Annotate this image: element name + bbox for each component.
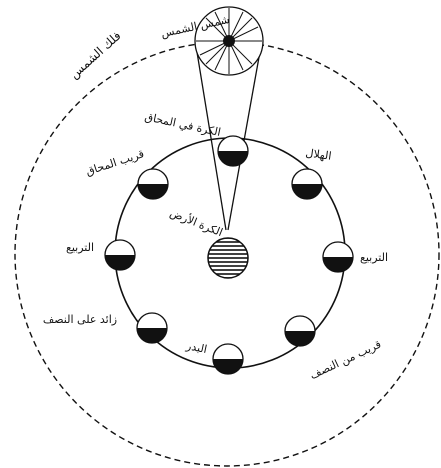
phase-label-conjunction: الكرة في المحاق — [143, 110, 222, 139]
phase-label-last-quarter: التربيع — [66, 241, 94, 254]
earth — [208, 238, 248, 278]
moon-full — [213, 344, 243, 374]
moon-waning-gibbous — [137, 313, 167, 343]
phase-label-waning-gibbous: زائد على النصف — [43, 313, 117, 326]
phase-label-near-conjunction: قريب المحاق — [84, 147, 146, 178]
phase-label-waxing-gibbous: قريب من النصف — [308, 338, 383, 382]
moon-near-conjunction — [138, 169, 168, 199]
phase-label-first-quarter: التربيع — [360, 251, 388, 264]
moon-first-quarter — [323, 242, 353, 272]
moon-waxing-gibbous — [285, 316, 315, 346]
phase-label-full: البدر — [184, 339, 208, 356]
phase-label-crescent: الهلال — [305, 146, 333, 162]
earth-label: الكرة الأرض — [168, 205, 225, 239]
moon-crescent — [292, 169, 322, 199]
moon-last-quarter — [105, 240, 135, 270]
moon-conjunction — [218, 136, 248, 166]
